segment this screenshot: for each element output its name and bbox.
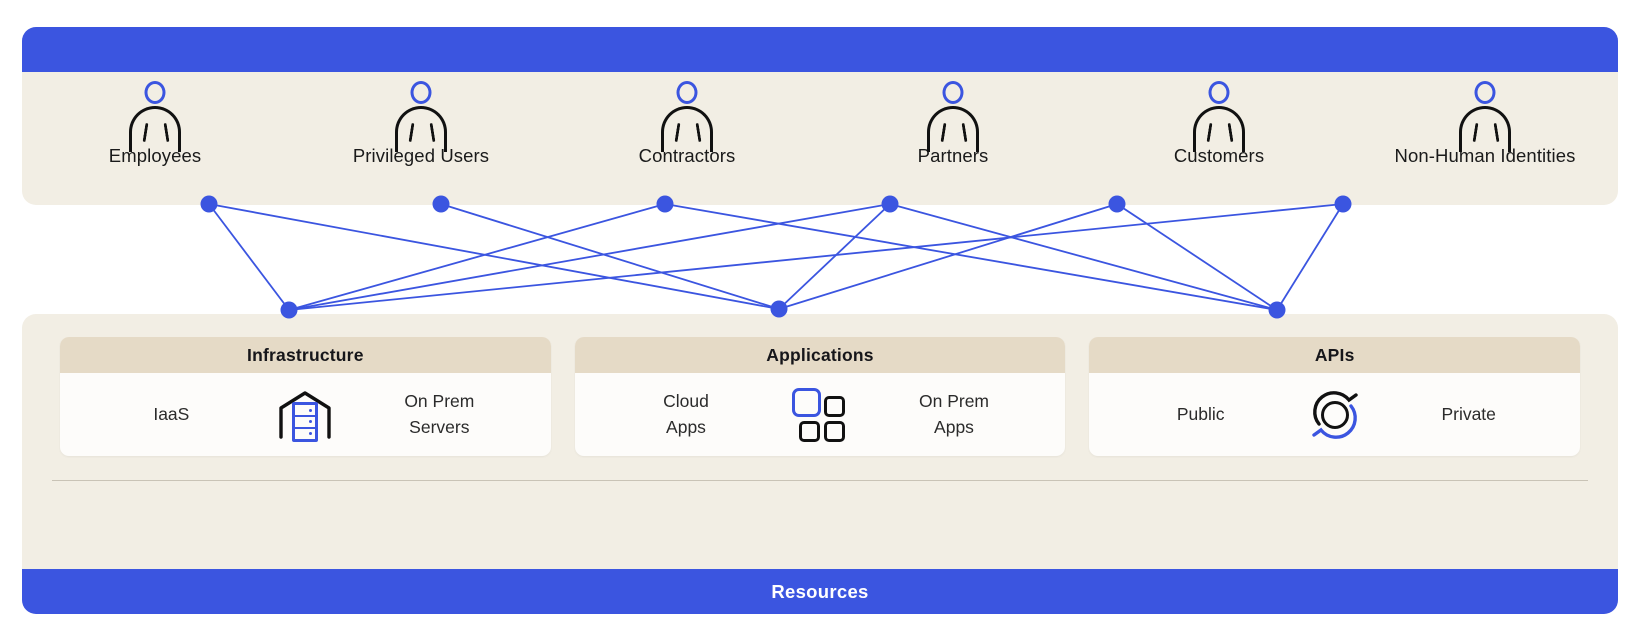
resources-panel: Infrastructure IaaS [22, 314, 1618, 614]
resources-banner-label: Resources [771, 580, 869, 602]
person-head-icon [144, 81, 166, 104]
person-body-icon [1193, 106, 1245, 152]
identity-customers[interactable]: Customers [1086, 79, 1352, 167]
person-icon [922, 79, 984, 152]
person-body-icon [927, 106, 979, 152]
person-body-icon [1459, 106, 1511, 152]
app-tile-icon [824, 395, 845, 417]
person-head-icon [1208, 81, 1230, 104]
connection-line [288, 203, 666, 311]
server-house-outline-icon [279, 390, 332, 439]
connection-line [1116, 203, 1278, 311]
person-body-icon [395, 106, 447, 152]
app-tile-icon [799, 420, 820, 442]
person-head-icon [410, 81, 432, 104]
card-title: Infrastructure [60, 337, 551, 373]
connection-line [889, 203, 1278, 311]
card-left-label: Cloud Apps [663, 391, 709, 437]
connection-line [208, 203, 780, 310]
card-left-label: Public [1176, 403, 1225, 424]
person-body-icon [661, 106, 713, 152]
resource-card-infrastructure[interactable]: Infrastructure IaaS [60, 337, 551, 456]
identity-label: Privileged Users [352, 145, 490, 166]
app-grid-icon [789, 384, 851, 446]
identity-partners[interactable]: Partners [820, 79, 1086, 167]
identity-privileged-users[interactable]: Privileged Users [288, 79, 554, 167]
card-body: IaaS On Prem [60, 373, 551, 456]
person-head-icon [942, 81, 964, 104]
resource-card-apis[interactable]: APIs Public Private [1089, 337, 1581, 456]
person-head-icon [676, 81, 698, 104]
person-icon [1454, 79, 1516, 152]
card-body: Cloud Apps On Prem Apps [575, 373, 1066, 456]
person-icon [656, 79, 718, 152]
app-tile-primary-icon [792, 387, 821, 417]
card-left-label: IaaS [153, 403, 190, 424]
person-body-icon [129, 106, 181, 152]
identities-panel: Employees Privileged Users Con [22, 27, 1618, 205]
connection-line [440, 203, 780, 310]
card-title: Applications [574, 337, 1066, 373]
card-right-label: On Prem Servers [404, 391, 475, 437]
section-divider [52, 480, 1588, 481]
resources-bottom-bar: Resources [22, 569, 1618, 614]
resource-card-applications[interactable]: Applications Cloud Apps On Prem Apps [574, 337, 1066, 456]
connection-line [288, 203, 1344, 311]
server-rack-icon [274, 384, 336, 446]
server-rack-box-icon [292, 401, 319, 442]
api-inner-circle-icon [1320, 400, 1349, 429]
identity-label: Non-Human Identities [1394, 145, 1576, 166]
connection-line [288, 203, 891, 311]
identities-top-bar [22, 27, 1618, 72]
card-title: APIs [1089, 337, 1581, 373]
person-head-icon [1474, 81, 1496, 104]
person-icon [1188, 79, 1250, 152]
api-ring-icon [1304, 384, 1366, 446]
resource-cards: Infrastructure IaaS [60, 337, 1581, 456]
identities-row: Employees Privileged Users Con [22, 79, 1618, 199]
identity-contractors[interactable]: Contractors [554, 79, 820, 167]
card-right-label: On Prem Apps [918, 391, 990, 437]
connection-line [664, 203, 1278, 311]
person-icon [390, 79, 452, 152]
identity-employees[interactable]: Employees [22, 79, 288, 167]
connection-line [778, 203, 1118, 310]
connection-line [778, 203, 891, 310]
connection-line [1276, 203, 1344, 311]
app-tile-icon [824, 420, 845, 442]
identity-non-human-identities[interactable]: Non-Human Identities [1352, 79, 1618, 167]
card-body: Public Private [1089, 373, 1580, 456]
card-right-label: Private [1441, 403, 1496, 424]
connection-line [208, 203, 290, 311]
person-icon [124, 79, 186, 152]
api-arcs-icon [1311, 390, 1358, 439]
